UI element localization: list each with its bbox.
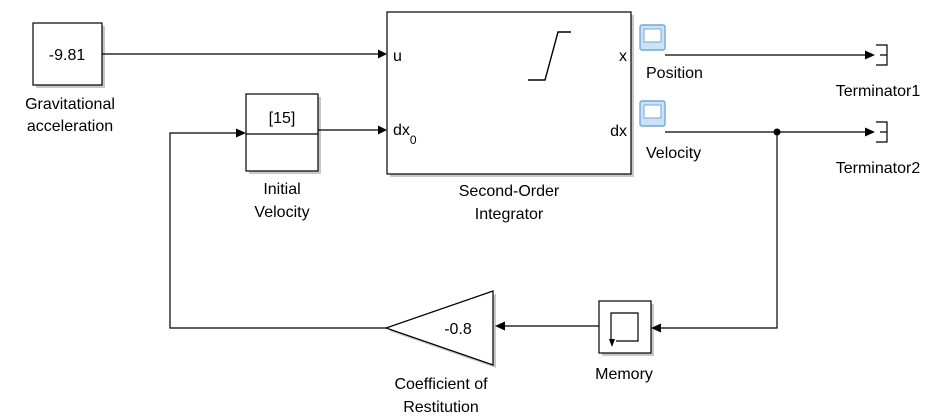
terminator-icon xyxy=(876,44,888,66)
gravity-value: -9.81 xyxy=(49,47,86,64)
memory-body xyxy=(598,300,652,354)
integrator-body xyxy=(386,11,632,175)
gain-block[interactable]: -0.8 xyxy=(384,290,496,368)
second-order-integrator-block[interactable]: u dx0 x dx xyxy=(386,11,634,177)
wire-gain-to-ic[interactable] xyxy=(169,132,386,329)
signal-position-label: Position xyxy=(646,65,703,82)
signal-lines xyxy=(102,49,875,333)
gain-body xyxy=(384,290,494,366)
integrator-port-dx-out: dx xyxy=(610,123,627,140)
gain-label-line1: Coefficient of xyxy=(394,376,488,393)
terminator-icon xyxy=(876,121,888,143)
terminator1-label: Terminator1 xyxy=(836,83,921,100)
initial-velocity-body xyxy=(245,93,319,172)
initial-velocity-block[interactable]: [15] xyxy=(245,93,321,174)
gravity-label-line2: acceleration xyxy=(27,118,113,135)
saturation-icon xyxy=(528,31,571,81)
terminator2-label: Terminator2 xyxy=(836,160,921,177)
integrator-label-line2: Integrator xyxy=(475,206,544,223)
integrator-port-dx0: dx0 xyxy=(393,122,417,147)
gain-label-line2: Restitution xyxy=(403,399,479,416)
gravity-label-line1: Gravitational xyxy=(25,96,115,113)
initial-velocity-label-line2: Velocity xyxy=(254,204,309,221)
terminator2-block[interactable] xyxy=(876,121,888,143)
position-logging-icon[interactable] xyxy=(639,24,666,51)
integrator-port-u: u xyxy=(393,48,402,65)
gain-value: -0.8 xyxy=(444,321,472,338)
memory-label: Memory xyxy=(595,366,653,383)
wire-velocity-to-memory[interactable] xyxy=(660,132,778,329)
signal-velocity-label: Velocity xyxy=(646,145,701,162)
initial-velocity-label-line1: Initial xyxy=(263,181,300,198)
memory-block[interactable] xyxy=(598,300,654,356)
velocity-logging-icon[interactable] xyxy=(639,100,666,127)
initial-velocity-value: [15] xyxy=(269,110,296,127)
gravity-constant-block[interactable]: -9.81 xyxy=(32,22,105,88)
gravity-block-body xyxy=(32,22,103,86)
integrator-port-x: x xyxy=(619,48,627,65)
terminator1-block[interactable] xyxy=(876,44,888,66)
integrator-label-line1: Second-Order xyxy=(459,183,560,200)
memory-icon xyxy=(610,312,639,343)
